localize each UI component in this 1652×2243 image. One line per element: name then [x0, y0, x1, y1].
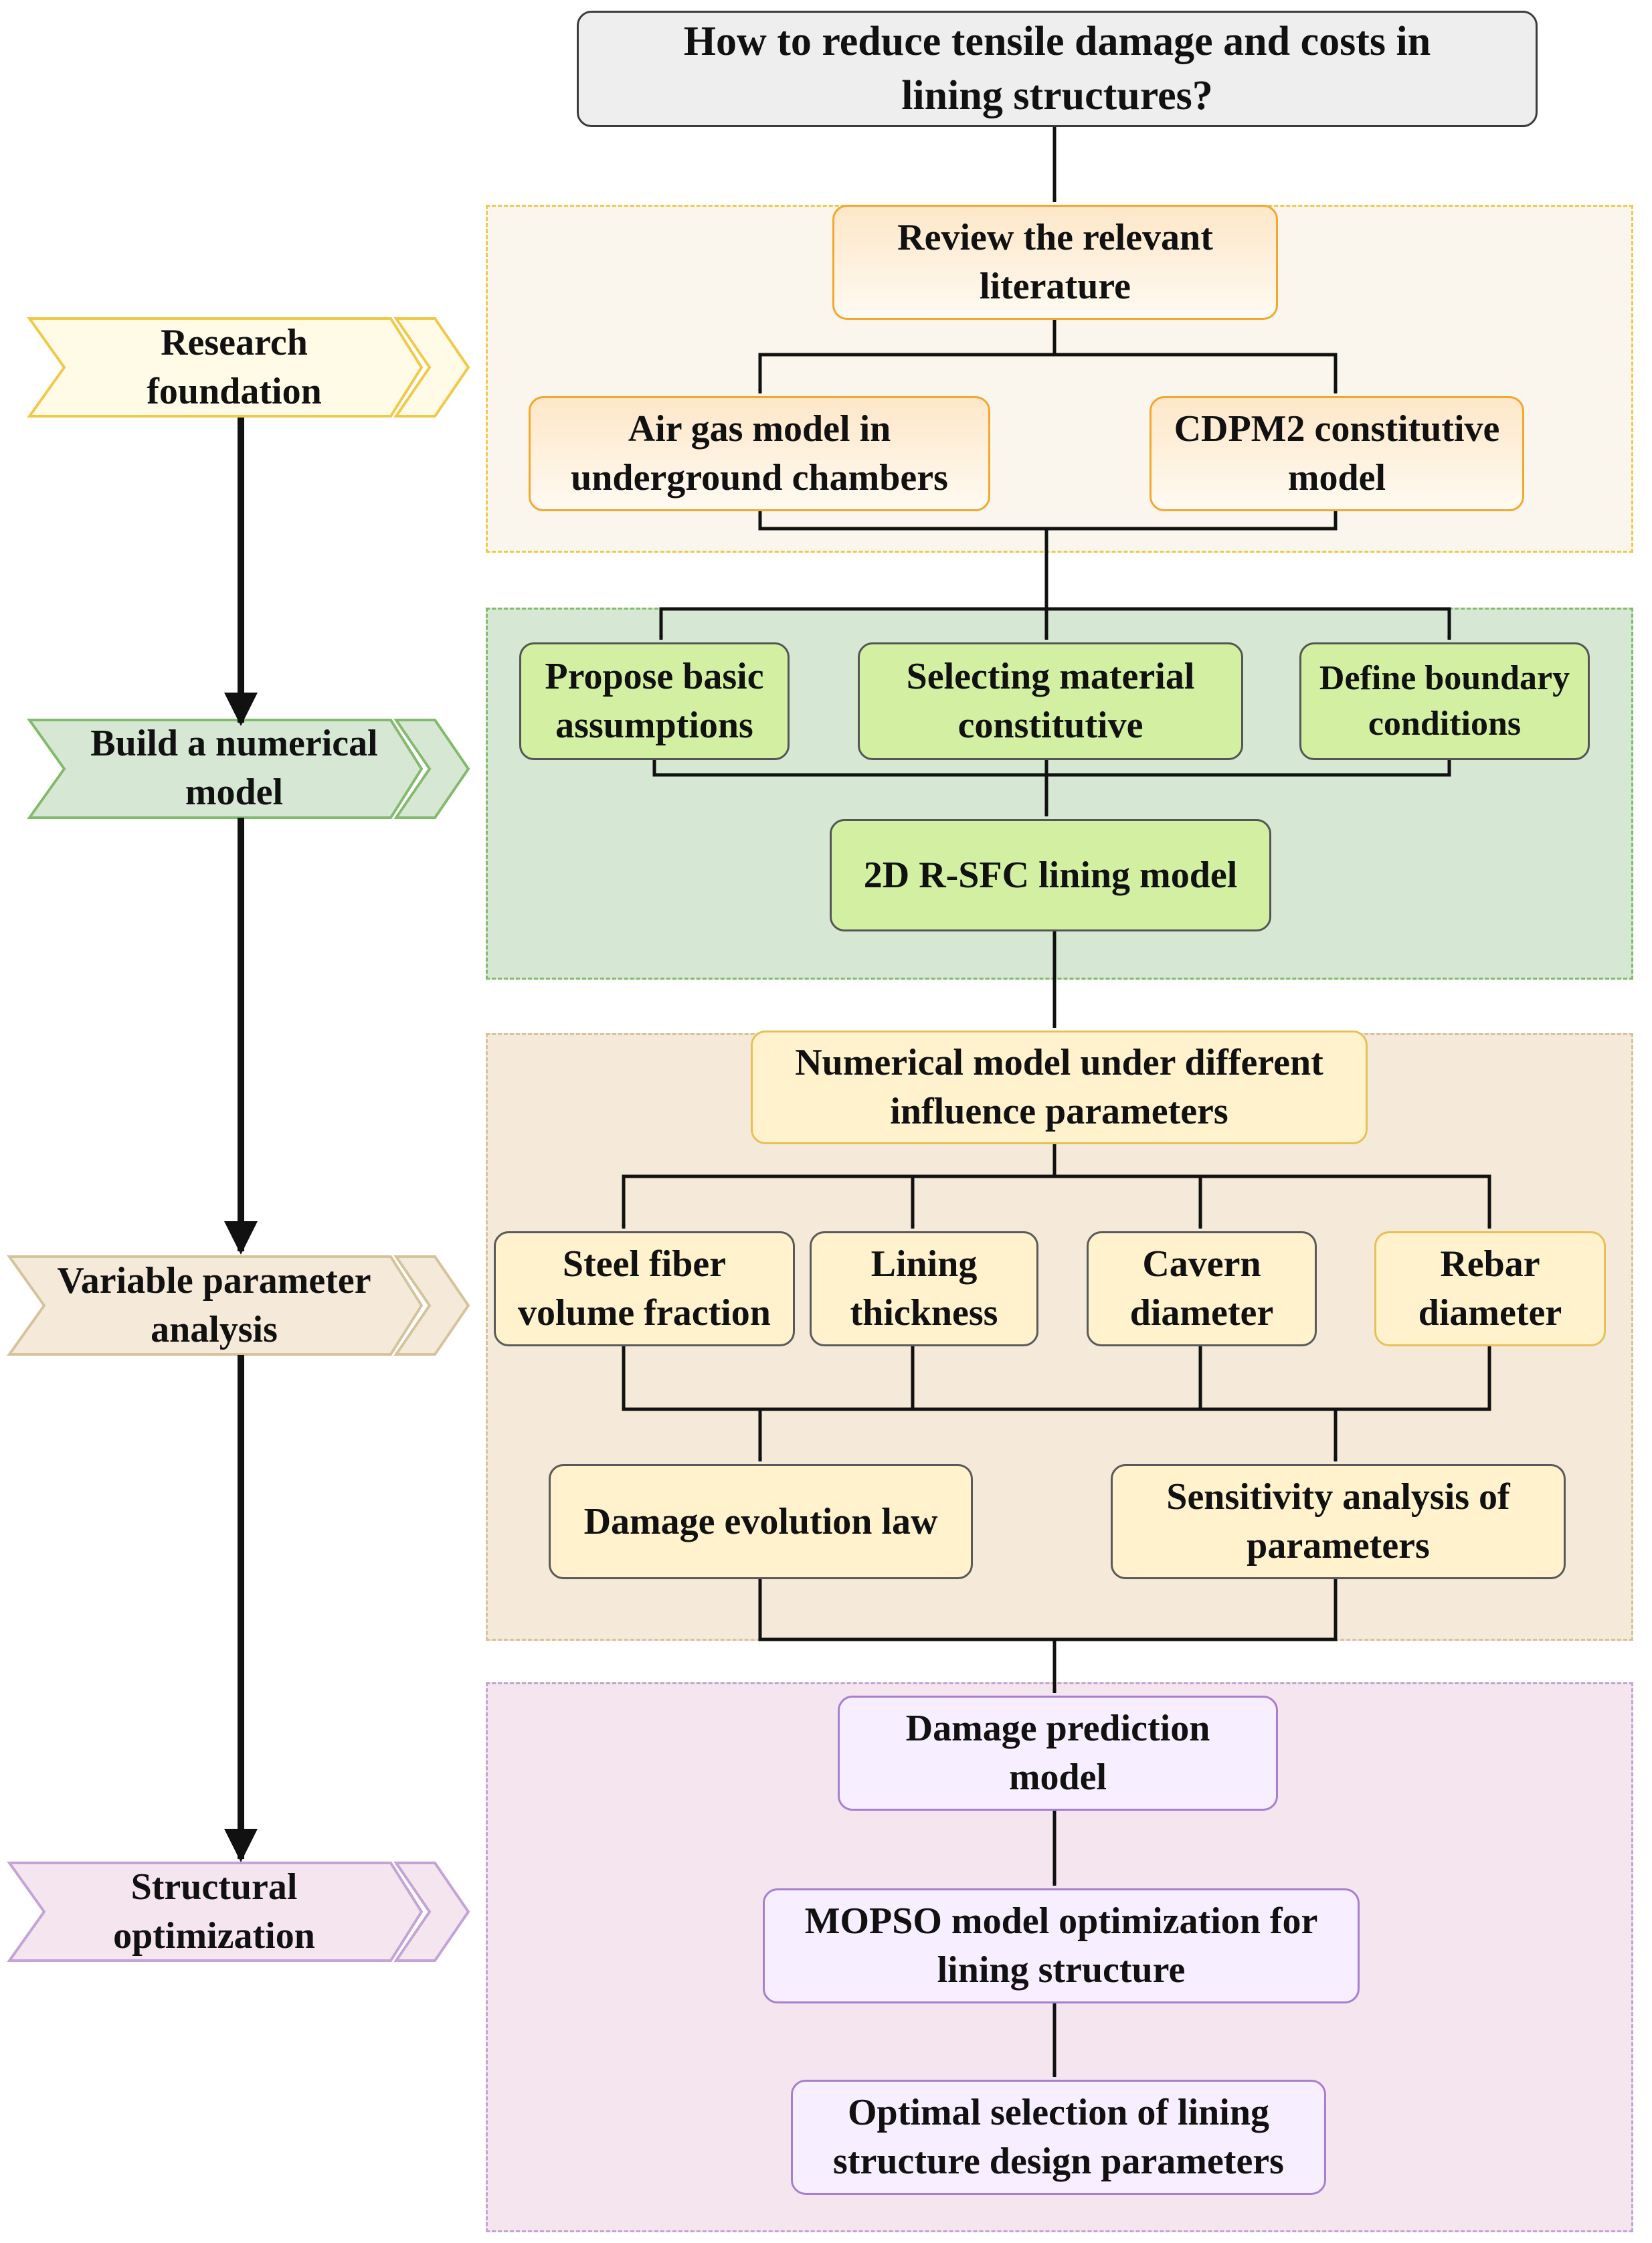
stage-chevron — [27, 719, 424, 819]
stage-chevron-tail — [393, 317, 470, 418]
research-question-box: How to reduce tensile damage and costs i… — [577, 11, 1538, 127]
stage-chevron-tail — [393, 1255, 470, 1356]
damage-evolution-law-box: Damage evolution law — [549, 1464, 973, 1579]
stage-chevron-tail — [393, 719, 470, 819]
stage-chevron — [7, 1255, 424, 1356]
stage-chevron-tail — [393, 1862, 470, 1962]
stage-chevron — [7, 1862, 424, 1962]
stage-chevron — [27, 317, 424, 418]
lining-model-box: 2D R-SFC lining model — [830, 819, 1271, 931]
